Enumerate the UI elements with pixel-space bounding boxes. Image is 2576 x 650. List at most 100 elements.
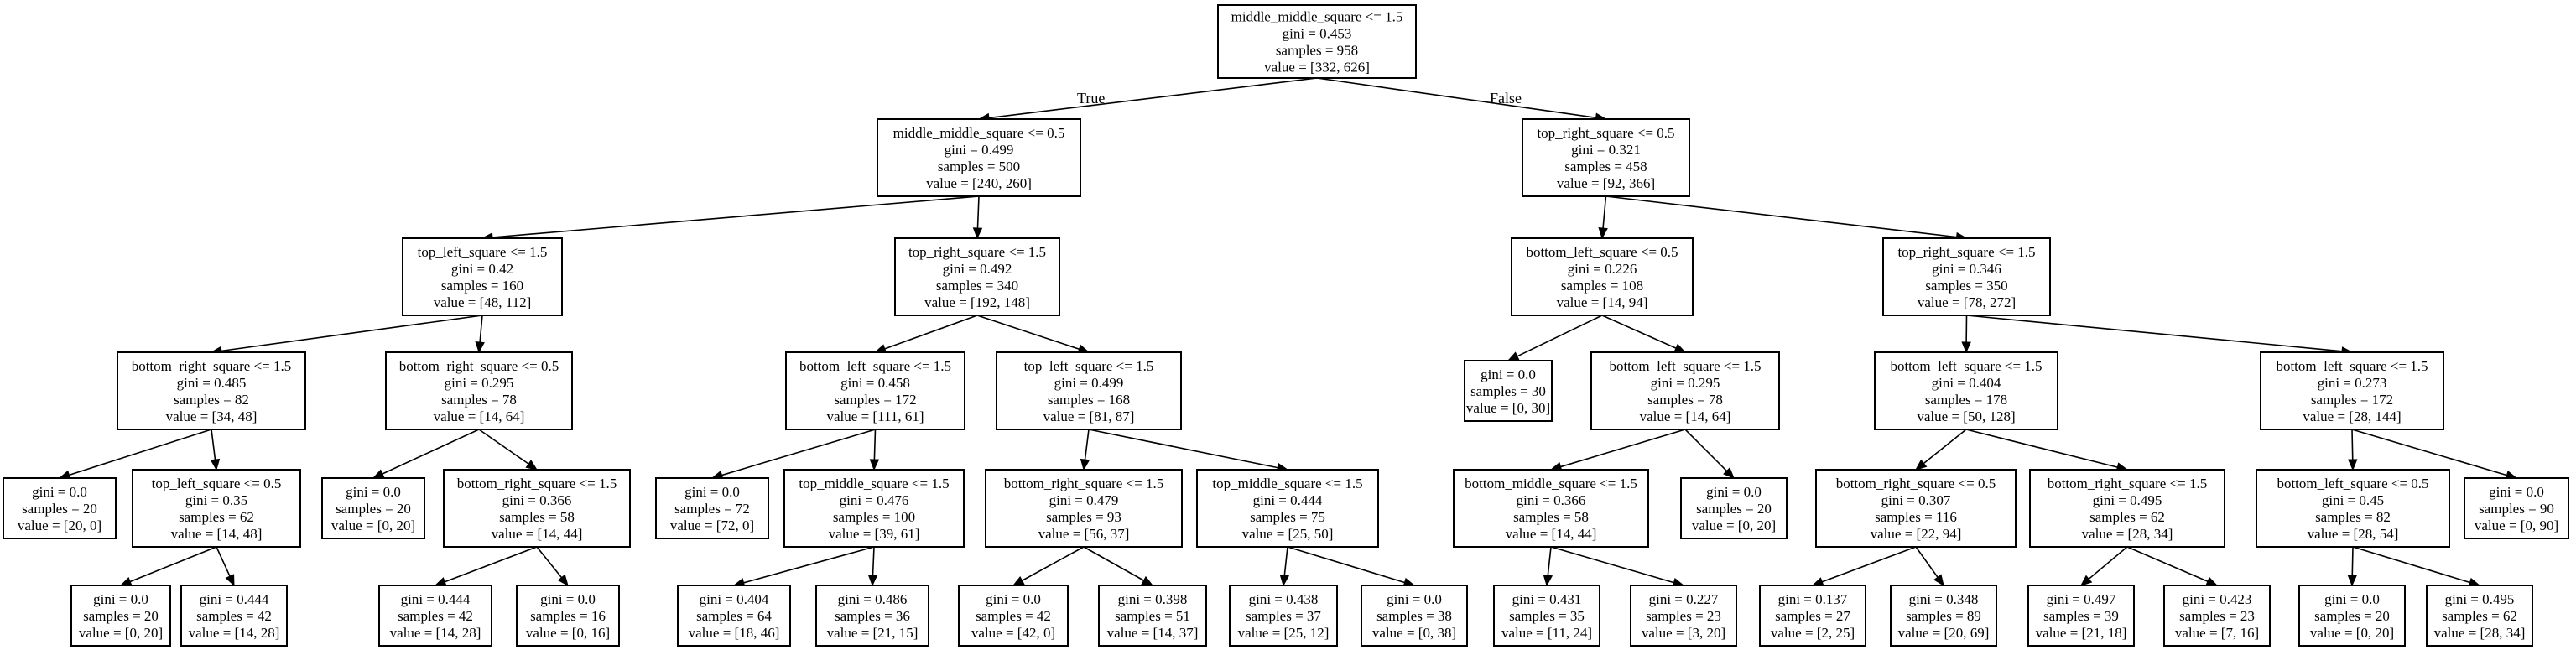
node-line: samples = 20	[22, 501, 97, 517]
node-line: samples = 958	[1276, 43, 1358, 59]
node-line: gini = 0.497	[2047, 591, 2116, 607]
node-line: samples = 108	[1561, 278, 1643, 294]
edge-n13-n26	[1965, 429, 2129, 472]
node-line: gini = 0.444	[200, 591, 269, 607]
node-box	[443, 469, 631, 548]
edge-n0-n2	[1316, 77, 1607, 122]
node-line: value = [192, 148]	[924, 294, 1030, 310]
node-line: value = [22, 94]	[1871, 526, 1962, 542]
node-line: value = [14, 44]	[492, 526, 583, 542]
node-line: value = [28, 54]	[2308, 526, 2399, 542]
node-line: samples = 116	[1875, 509, 1957, 525]
node-line: value = [28, 34]	[2082, 526, 2173, 542]
node-line: value = [42, 0]	[971, 625, 1055, 641]
node-line: value = [14, 44]	[1506, 526, 1597, 542]
node-line: value = [14, 48]	[171, 526, 263, 542]
node-line: samples = 82	[2315, 509, 2391, 525]
node-line: gini = 0.499	[945, 142, 1014, 158]
arrowhead-icon	[1598, 227, 1608, 240]
false-edge-label: False	[1490, 90, 1522, 107]
node-line: value = [2, 25]	[1771, 625, 1855, 641]
node-line: top_middle_square <= 1.5	[799, 476, 949, 491]
edge-n0-n1	[977, 77, 1318, 123]
node-line: gini = 0.346	[1932, 261, 2001, 277]
node-box	[2426, 585, 2533, 647]
node-line: gini = 0.476	[840, 492, 909, 508]
node-box	[1630, 585, 1737, 647]
node-line: value = [0, 38]	[1372, 625, 1456, 641]
edge-n21-n36	[1083, 546, 1154, 586]
node-line: gini = 0.273	[2318, 375, 2387, 391]
node-line: gini = 0.226	[1568, 261, 1637, 277]
edge-n13-n25	[1914, 429, 1967, 471]
node-box	[783, 469, 965, 548]
node-line: gini = 0.321	[1571, 142, 1641, 158]
arrowhead-icon	[972, 227, 983, 240]
node-box	[1511, 237, 1694, 316]
arrowhead-icon	[2347, 575, 2358, 587]
node-line: bottom_left_square <= 1.5	[1890, 358, 2042, 374]
node-line: gini = 0.35	[185, 492, 247, 508]
node-line: value = [0, 20]	[2310, 625, 2394, 641]
edge-n16-n30	[216, 546, 235, 587]
arrowhead-icon	[2347, 459, 2358, 471]
node-box	[2260, 351, 2444, 430]
node-line: samples = 39	[2043, 608, 2119, 624]
node-box	[321, 477, 425, 539]
arrowhead-icon	[1141, 575, 1154, 586]
node-box	[677, 585, 791, 647]
arrowhead-icon	[1914, 459, 1928, 471]
edge-n10-n21	[1080, 429, 1090, 471]
node-line: samples = 172	[834, 392, 916, 408]
edge-n23-n40	[1550, 546, 1685, 588]
node-box	[996, 351, 1182, 430]
node-line: value = [7, 16]	[2175, 625, 2259, 641]
node-line: samples = 78	[441, 392, 517, 408]
node-line: gini = 0.0	[32, 484, 87, 500]
node-box	[2298, 585, 2406, 647]
edge-n20-n34	[867, 546, 878, 587]
node-line: samples = 36	[835, 608, 910, 624]
edge-n18-n31	[434, 546, 538, 586]
node-line: samples = 78	[1647, 392, 1723, 408]
edge-n23-n39	[1543, 546, 1553, 587]
node-line: samples = 500	[938, 159, 1020, 174]
edge-n22-n37	[1279, 546, 1290, 587]
edge-n5-n11	[1507, 315, 1603, 361]
node-line: value = [72, 0]	[670, 517, 754, 533]
node-box	[1680, 477, 1788, 539]
node-line: gini = 0.499	[1054, 375, 1124, 391]
edge-n27-n46	[2352, 546, 2481, 587]
node-line: value = [14, 37]	[1107, 625, 1199, 641]
node-box	[958, 585, 1069, 647]
node-line: middle_middle_square <= 0.5	[893, 125, 1065, 141]
arrowhead-icon	[1933, 574, 1944, 587]
node-line: samples = 350	[1925, 278, 2007, 294]
node-line: value = [20, 0]	[18, 517, 101, 533]
node-line: samples = 90	[2479, 501, 2554, 517]
node-line: value = [14, 64]	[434, 408, 525, 424]
node-line: value = [25, 50]	[1242, 526, 1334, 542]
node-line: gini = 0.295	[445, 375, 514, 391]
node-line: samples = 42	[196, 608, 272, 624]
arrowhead-icon	[1012, 575, 1025, 586]
node-box	[117, 351, 306, 430]
